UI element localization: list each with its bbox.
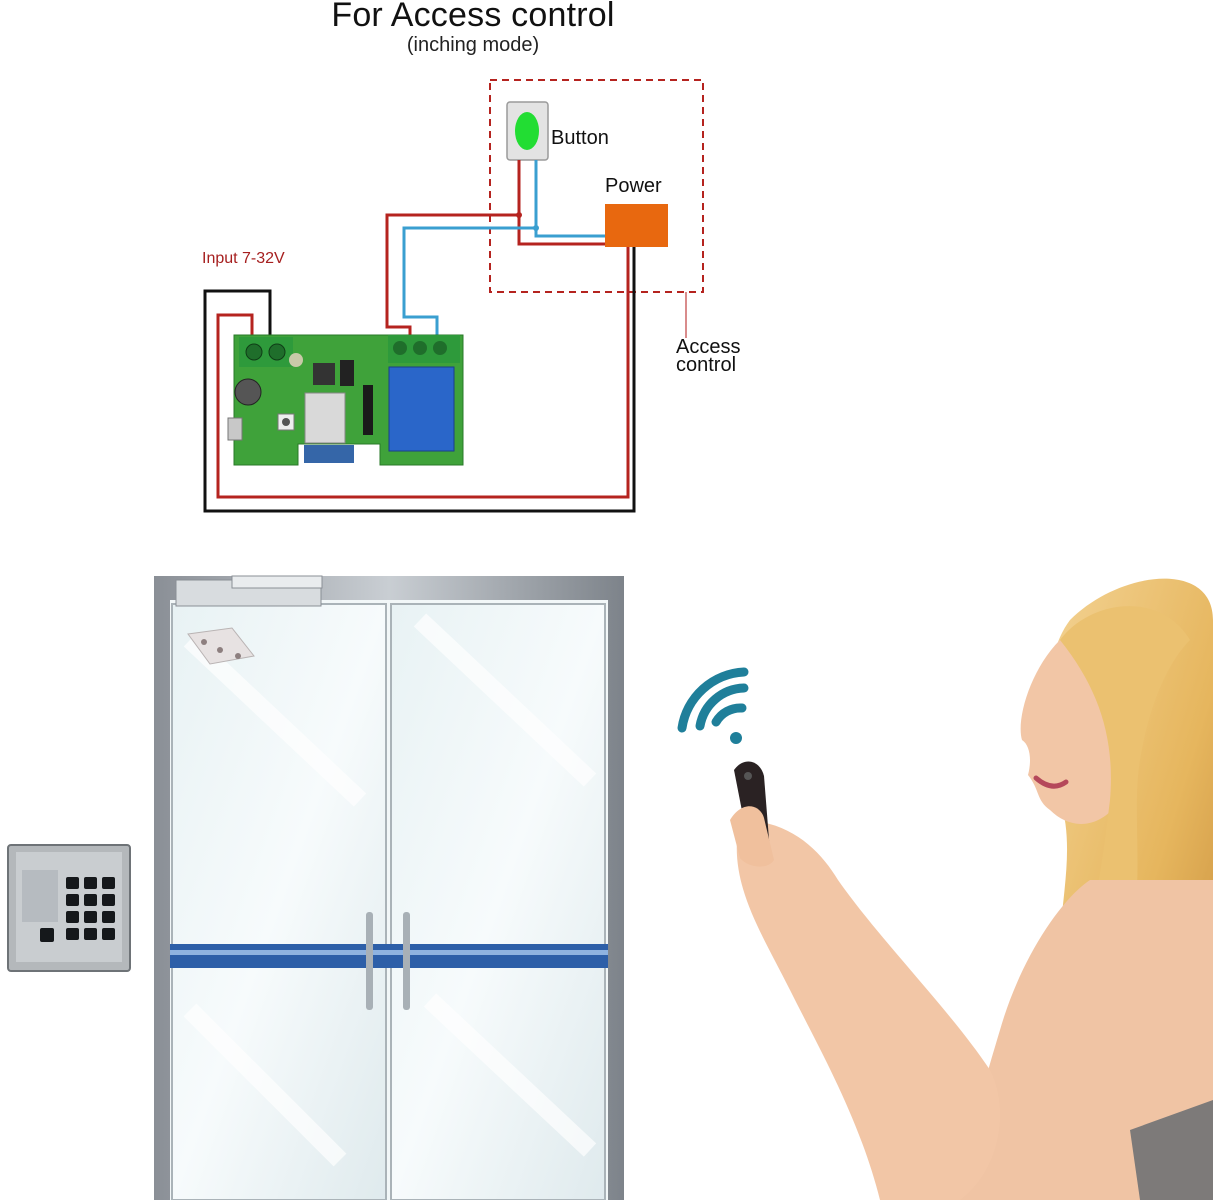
power-supply-box bbox=[605, 204, 668, 247]
relay-board-icon bbox=[227, 334, 464, 466]
wifi-signal-icon bbox=[677, 667, 749, 744]
access-label-line1: Access bbox=[676, 336, 741, 358]
power-label: Power bbox=[605, 175, 662, 197]
button-label: Button bbox=[551, 127, 609, 149]
diagram-subtitle: (inching mode) bbox=[406, 34, 540, 56]
lock-icon bbox=[187, 627, 255, 665]
access-label-line2: control bbox=[676, 354, 737, 376]
door-icon bbox=[154, 575, 624, 1200]
woman-figure bbox=[730, 578, 1213, 1200]
access-control-label: Access control bbox=[676, 336, 741, 376]
blue-wires bbox=[402, 160, 605, 340]
keypad-icon bbox=[7, 844, 131, 972]
diagram-title: For Access control bbox=[331, 0, 615, 34]
push-button-icon bbox=[506, 101, 549, 161]
black-wire bbox=[203, 247, 636, 513]
access-control-box bbox=[489, 79, 704, 293]
input-voltage-label: Input 7-32V bbox=[202, 250, 285, 267]
red-wires bbox=[216, 160, 630, 499]
